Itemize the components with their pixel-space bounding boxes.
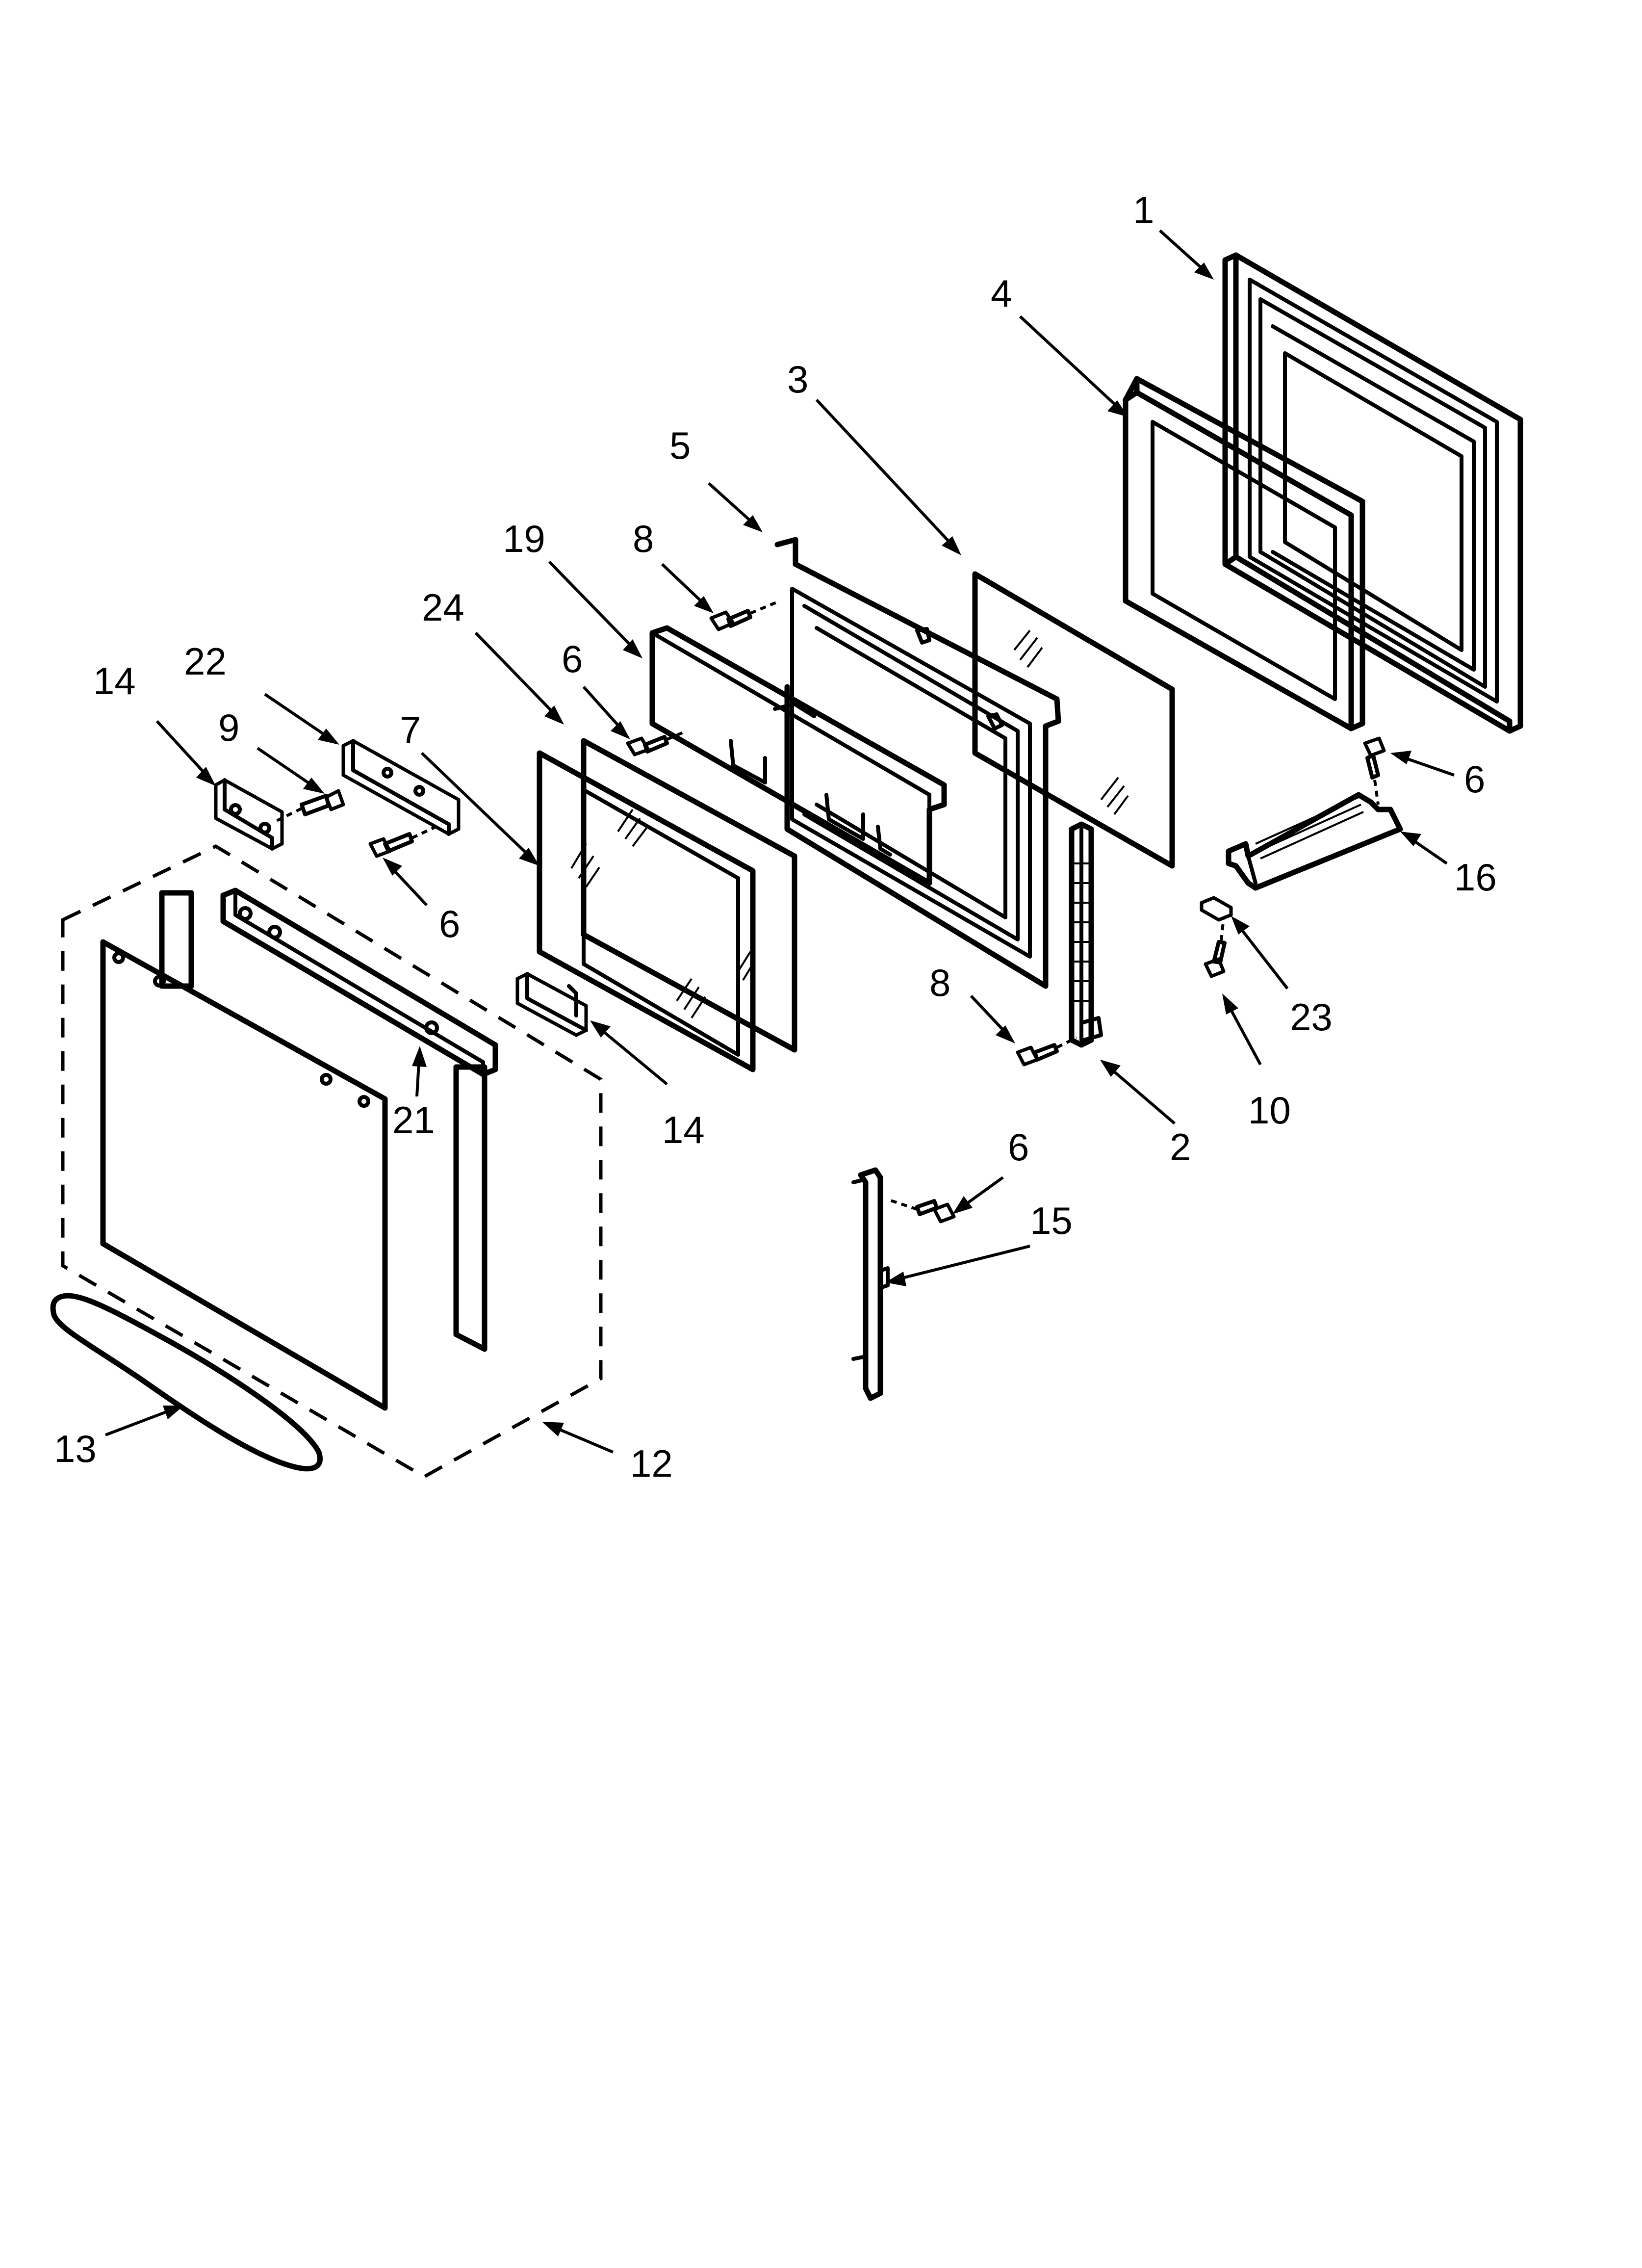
part-14-center-bracket xyxy=(515,972,588,1037)
screw-6-center xyxy=(626,730,688,756)
callout-6: 6 xyxy=(562,637,583,680)
callout-5: 5 xyxy=(669,424,691,467)
callout-6: 6 xyxy=(439,902,460,945)
callout-14: 14 xyxy=(93,659,136,703)
screw-8-upper xyxy=(709,600,781,631)
callout-8: 8 xyxy=(633,517,654,560)
screw-6-left xyxy=(368,823,442,858)
callout-6: 6 xyxy=(1008,1125,1029,1169)
callout-16: 16 xyxy=(1454,856,1497,899)
part-19-inner-baffle xyxy=(649,625,947,886)
part-5-inner-door-panel xyxy=(774,537,1061,989)
callout-labels: 1 4 3 5 19 8 24 6 14 22 9 7 6 6 16 23 8 … xyxy=(54,188,1497,1485)
part-22-bracket-strip xyxy=(341,739,461,836)
part-4-gasket-frame xyxy=(1123,376,1365,731)
callout-24: 24 xyxy=(422,586,464,629)
part-13-door-handle xyxy=(50,1293,323,1472)
callout-19: 19 xyxy=(503,517,545,560)
callout-8: 8 xyxy=(929,961,950,1004)
callout-9: 9 xyxy=(218,706,239,749)
callout-2: 2 xyxy=(1170,1125,1191,1169)
part-14-left-bracket xyxy=(214,778,284,851)
callout-10: 10 xyxy=(1248,1089,1291,1132)
screw-6-right xyxy=(1363,736,1386,805)
callout-23: 23 xyxy=(1290,995,1333,1039)
screw-9 xyxy=(274,789,345,823)
part-15-hinge-rod xyxy=(851,1167,890,1401)
part-7-outer-door-glass xyxy=(537,750,756,1072)
callout-6: 6 xyxy=(1464,757,1485,801)
screw-10 xyxy=(1204,917,1227,978)
part-2-hinge-channel xyxy=(1069,821,1103,1048)
callout-14: 14 xyxy=(662,1108,705,1151)
part-12-door-assembly-outline xyxy=(61,844,603,1479)
part-1-outer-door-frame xyxy=(1222,252,1523,734)
leader-lines xyxy=(104,229,1455,1454)
callout-21: 21 xyxy=(392,1098,435,1142)
screws xyxy=(274,600,1386,1224)
screw-6-lower xyxy=(887,1198,956,1224)
callout-22: 22 xyxy=(184,640,227,683)
callout-7: 7 xyxy=(400,708,421,752)
callout-3: 3 xyxy=(787,358,808,401)
callout-13: 13 xyxy=(54,1427,97,1470)
screw-8-lower xyxy=(1016,1036,1078,1067)
callout-15: 15 xyxy=(1030,1199,1073,1242)
callout-4: 4 xyxy=(991,272,1012,315)
callout-1: 1 xyxy=(1133,188,1154,232)
callout-12: 12 xyxy=(630,1442,673,1485)
part-16-support-bracket xyxy=(1226,792,1403,891)
part-23-clip xyxy=(1200,896,1233,922)
